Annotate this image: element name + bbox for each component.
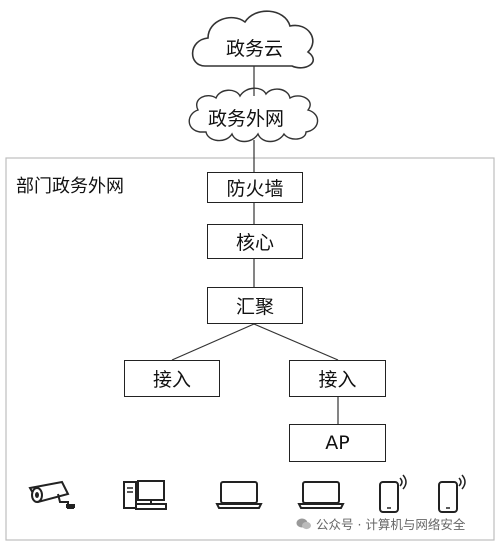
link-aggregation-access-left (171, 323, 255, 361)
aggregation-node: 汇聚 (207, 287, 303, 324)
firewall-node: 防火墙 (207, 172, 303, 203)
desktop-pc-icon (123, 480, 167, 510)
cloud-top-label: 政务云 (226, 38, 284, 60)
ap-node: AP (289, 424, 386, 462)
region-border (5, 157, 495, 541)
camera-icon (28, 480, 75, 509)
access-right-node: 接入 (289, 360, 386, 397)
link-aggregation-access-right (253, 323, 339, 361)
cloud-mid-label: 政务外网 (208, 108, 285, 130)
cloud-top-shape (191, 10, 315, 69)
cloud-mid-shape (188, 87, 319, 143)
laptop-icon (215, 481, 263, 509)
watermark: 公众号 · 计算机与网络安全 (296, 514, 465, 533)
region-label: 部门政务外网 (16, 176, 124, 197)
smartphone-icon (438, 474, 466, 513)
core-node: 核心 (207, 224, 303, 259)
wechat-icon (296, 518, 311, 529)
laptop-icon (297, 481, 345, 509)
smartphone-icon (379, 474, 407, 513)
watermark-text: 公众号 · 计算机与网络安全 (316, 517, 466, 532)
access-left-node: 接入 (124, 360, 220, 397)
